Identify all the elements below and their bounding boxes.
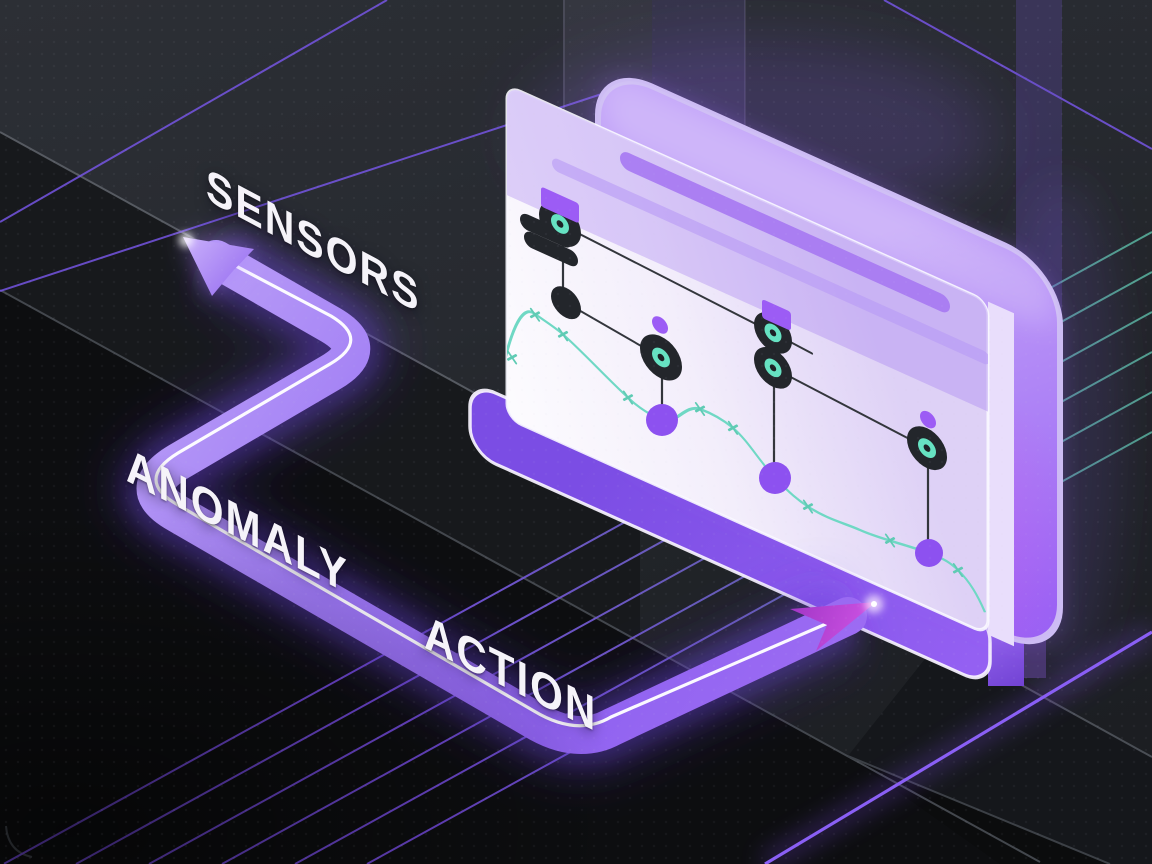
workflow-chart: [507, 85, 988, 613]
arrowhead-forward-icon: [790, 595, 883, 651]
card-side-face: [988, 301, 1014, 647]
anomaly-points: [646, 404, 943, 567]
metric-markers: [507, 307, 964, 578]
flow-arrow-inner-line: [154, 241, 874, 728]
flow-arrow-band: [136, 240, 867, 754]
sensor-node: [754, 347, 792, 389]
sensor-node: [640, 334, 682, 381]
header-pill: [552, 158, 988, 365]
flow-arrow: [110, 219, 883, 781]
card-header: [507, 85, 988, 412]
arrowhead-up-left-icon: [179, 233, 254, 296]
dashboard-card: [505, 88, 1014, 647]
sensor-node: [551, 286, 581, 320]
sensor-node: [907, 426, 947, 471]
node-labels: [541, 187, 936, 429]
header-pill: [620, 152, 950, 313]
chart-nodes: [520, 200, 947, 471]
glow-line: [760, 625, 1152, 864]
